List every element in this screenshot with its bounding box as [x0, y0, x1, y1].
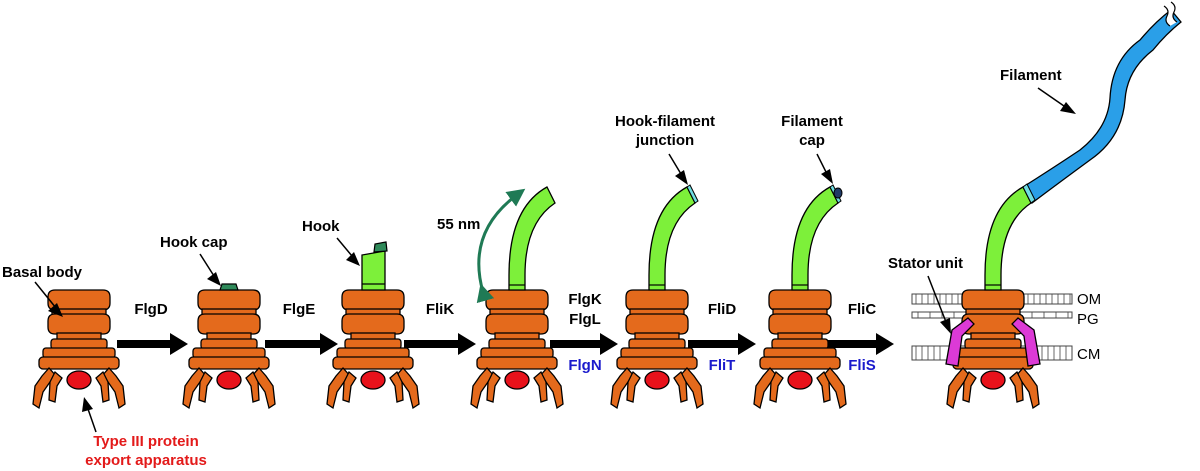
step-arrow-4 — [550, 333, 618, 355]
step-arrow-3 — [404, 333, 476, 355]
label-export-apparatus-1: Type III protein — [93, 433, 199, 450]
label-export-apparatus-2: export apparatus — [85, 452, 207, 469]
pointer-filament-head — [1060, 102, 1076, 114]
label-flgl: FlgL — [569, 311, 601, 328]
junction-ring — [1022, 183, 1036, 204]
filament-break-lines — [1163, 1, 1178, 27]
label-flit: FliT — [709, 357, 736, 374]
basal-body-structure — [182, 289, 276, 409]
step-arrow-6 — [828, 333, 894, 355]
pointer-hook-head — [346, 252, 360, 266]
pointer-filament — [1037, 87, 1065, 107]
pointer-basal-body — [34, 281, 57, 309]
step-arrow-1 — [117, 333, 188, 355]
basal-body-structure — [753, 289, 847, 409]
stage-hook-cap — [182, 283, 276, 409]
label-stator-unit: Stator unit — [888, 255, 963, 272]
step-arrow-2 — [265, 333, 338, 355]
basal-body-structure — [610, 289, 704, 409]
pointer-hook — [336, 237, 353, 257]
basal-body-structure — [32, 289, 126, 409]
label-flgk: FlgK — [568, 291, 601, 308]
stage-hook — [326, 241, 420, 409]
length-double-arrow — [476, 188, 526, 304]
basal-body-structure — [470, 289, 564, 409]
label-filament-cap-1: Filament — [781, 113, 843, 130]
hook-curved — [984, 186, 1032, 291]
stator-unit-left — [945, 317, 975, 367]
label-flge: FlgE — [283, 301, 316, 318]
pointer-filament-cap — [816, 153, 827, 173]
label-55nm: 55 nm — [437, 216, 480, 233]
label-flik: FliK — [426, 301, 454, 318]
filament-break-mark — [1164, 2, 1177, 26]
label-flic: FliC — [848, 301, 876, 318]
filament-cap — [833, 187, 843, 199]
pointer-hook-cap — [199, 253, 215, 277]
label-pg: PG — [1077, 311, 1099, 328]
stator-unit-right — [1011, 317, 1041, 367]
stage-complete-flagellum — [911, 1, 1182, 409]
pointer-junction-head — [675, 170, 688, 185]
pointer-stator-unit — [927, 275, 947, 323]
label-junction-1: Hook-filament — [615, 113, 715, 130]
hook-cap — [219, 283, 239, 291]
label-flid: FliD — [708, 301, 736, 318]
hook-curved — [791, 186, 839, 291]
label-om: OM — [1077, 291, 1101, 308]
junction-ring — [686, 184, 699, 204]
label-filament: Filament — [1000, 67, 1062, 84]
label-junction-2: junction — [635, 132, 694, 149]
label-flgd: FlgD — [134, 301, 167, 318]
stage-filament-cap — [753, 184, 847, 409]
label-hook: Hook — [302, 218, 340, 235]
label-hook-cap: Hook cap — [160, 234, 228, 251]
label-cm: CM — [1077, 346, 1100, 363]
pointer-hook-cap-head — [207, 272, 221, 286]
pointer-filament-cap-head — [821, 169, 833, 184]
pointer-export-apparatus-head — [82, 397, 93, 412]
pointer-stator-unit-head — [940, 318, 951, 334]
basal-body-structure — [326, 289, 420, 409]
pointer-junction — [668, 153, 682, 175]
label-flgn: FlgN — [568, 357, 601, 374]
stage-basal-body — [32, 289, 126, 409]
hook-curved — [648, 186, 696, 291]
label-flis: FliS — [848, 357, 876, 374]
pointer-basal-body-head — [48, 303, 63, 317]
stage-junction — [610, 184, 704, 409]
label-filament-cap-2: cap — [799, 132, 825, 149]
label-basal-body: Basal body — [2, 264, 83, 281]
step-arrow-5 — [688, 333, 756, 355]
filament — [1022, 9, 1182, 204]
hook-curved — [508, 186, 556, 291]
pointer-export-apparatus — [87, 408, 97, 433]
stage-full-hook — [470, 186, 564, 409]
hook-cap — [373, 241, 388, 253]
